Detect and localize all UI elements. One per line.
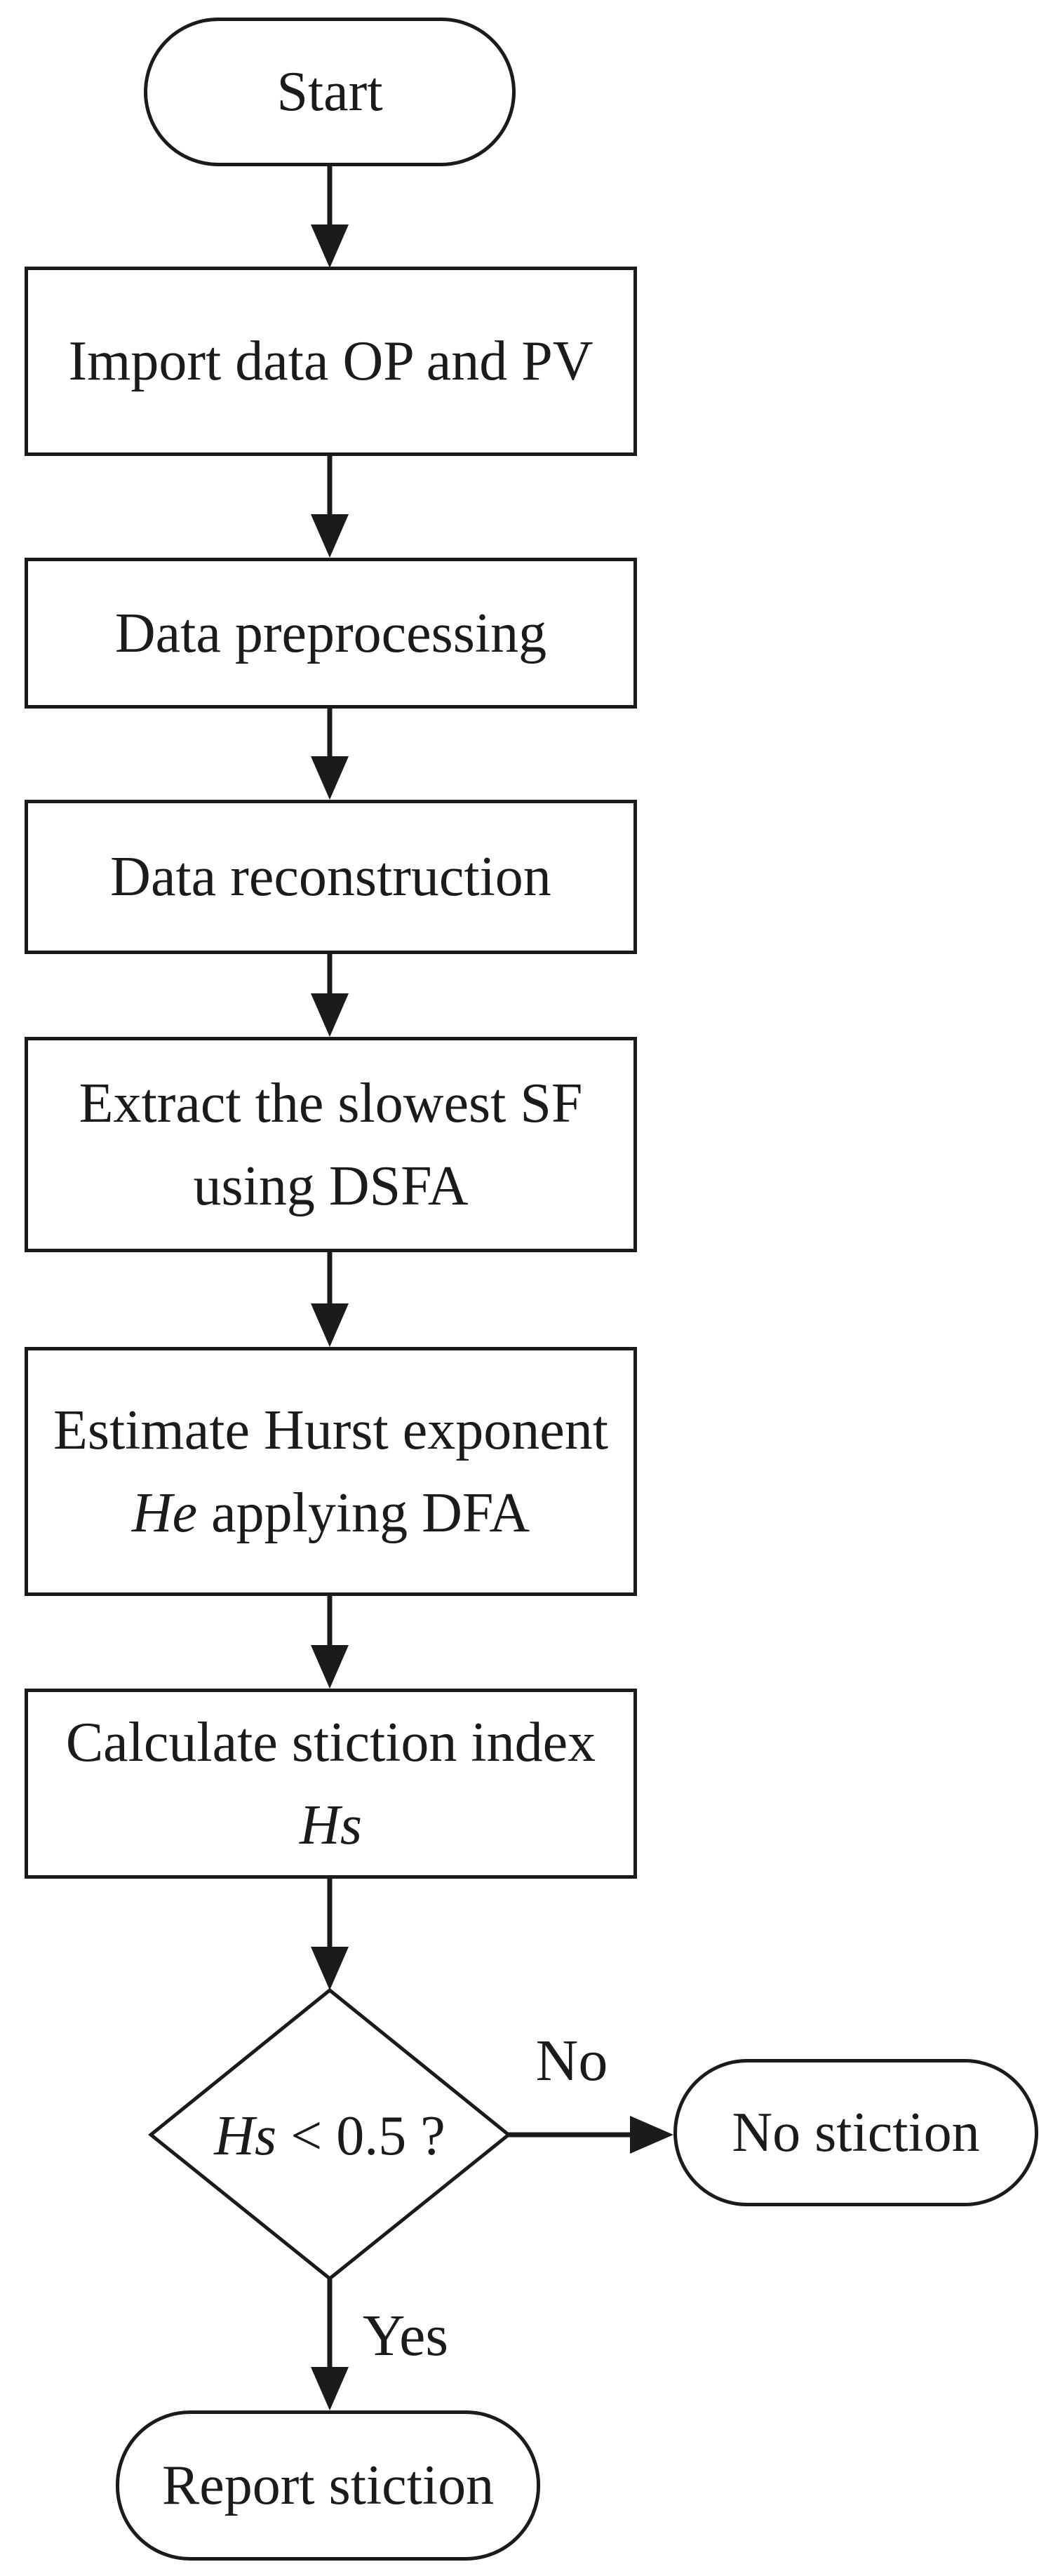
decision-condition-symbol: Hs xyxy=(214,2105,277,2167)
node-data-preprocessing-label: Data preprocessing xyxy=(114,602,547,664)
node-data-preprocessing: Data preprocessing xyxy=(25,558,637,709)
arrow-preprocess-to-reconstruct xyxy=(311,707,349,800)
node-decision-label: Hs < 0.5 ? xyxy=(172,2087,488,2185)
node-estimate-hurst: Estimate Hurst exponent He applying DFA xyxy=(25,1347,637,1596)
node-calculate-index: Calculate stiction index Hs xyxy=(25,1689,637,1879)
node-no-stiction-label: No stiction xyxy=(732,2102,980,2164)
node-report-stiction-label: Report stiction xyxy=(161,2455,495,2516)
node-data-reconstruction: Data reconstruction xyxy=(25,800,637,954)
node-import-data: Import data OP and PV xyxy=(25,267,637,456)
edge-label-no: No xyxy=(535,2028,608,2093)
node-data-reconstruction-label: Data reconstruction xyxy=(110,846,551,908)
stiction-index-symbol: Hs xyxy=(300,1794,362,1856)
edge-label-yes: Yes xyxy=(362,2303,449,2368)
node-report-stiction: Report stiction xyxy=(116,2410,540,2561)
decision-condition: Hs < 0.5 ? xyxy=(214,2095,445,2178)
hurst-exponent-symbol: He xyxy=(131,1482,198,1544)
arrow-calculate-to-decision xyxy=(311,1877,349,1990)
node-calculate-index-line1: Calculate stiction index xyxy=(65,1711,596,1773)
node-extract-sf-line1: Extract the slowest SF xyxy=(79,1072,583,1134)
node-extract-sf: Extract the slowest SF using DSFA xyxy=(25,1037,637,1252)
decision-condition-rest: < 0.5 ? xyxy=(276,2105,445,2167)
arrow-import-to-preprocess xyxy=(311,455,349,558)
node-no-stiction: No stiction xyxy=(673,2059,1038,2206)
node-start-label: Start xyxy=(276,61,383,123)
arrow-extract-to-estimate xyxy=(311,1251,349,1347)
arrow-decision-no xyxy=(509,2116,673,2154)
arrow-start-to-import xyxy=(311,166,349,268)
node-estimate-hurst-line2-rest: applying DFA xyxy=(197,1482,530,1544)
arrow-reconstruct-to-extract xyxy=(311,953,349,1037)
arrow-estimate-to-calculate xyxy=(311,1595,349,1689)
node-estimate-hurst-line2: He applying DFA xyxy=(132,1472,530,1555)
arrow-decision-yes xyxy=(311,2279,349,2410)
node-import-data-label: Import data OP and PV xyxy=(68,330,593,392)
node-start: Start xyxy=(144,18,516,166)
node-extract-sf-line2: using DSFA xyxy=(193,1155,469,1217)
node-estimate-hurst-line1: Estimate Hurst exponent xyxy=(53,1399,608,1461)
